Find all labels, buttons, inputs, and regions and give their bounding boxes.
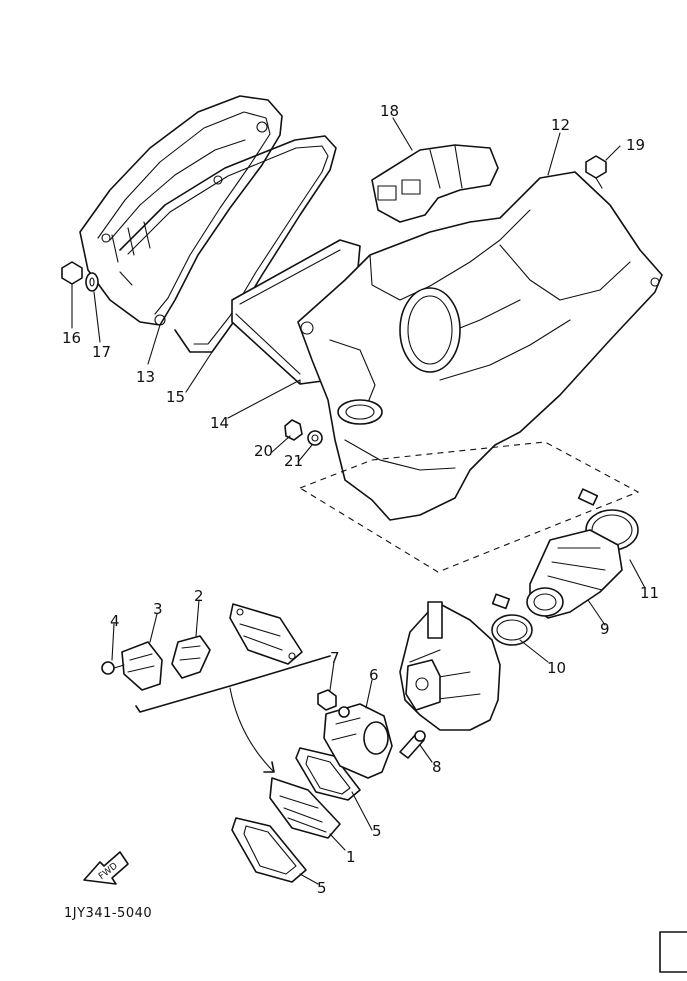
callout-5a: 5 (372, 822, 382, 840)
clamp-10 (491, 593, 533, 646)
drawing-code: 1JY341-5040 (64, 906, 152, 921)
carburetor-joint-9 (526, 529, 623, 619)
callout-7: 7 (330, 649, 340, 667)
breather-joint (371, 144, 499, 223)
fwd-arrow-mark: FWD (83, 851, 129, 885)
callout-9: 9 (600, 620, 610, 638)
screw-16 (61, 261, 83, 313)
callout-6: 6 (369, 666, 379, 684)
group-arrow (229, 687, 275, 773)
reed-petal-3 (171, 635, 211, 679)
gasket-5-lower (231, 817, 307, 883)
screw-4 (101, 661, 125, 675)
reed-housing-6 (323, 703, 393, 779)
callout-19: 19 (626, 136, 645, 154)
assembly-outline (298, 441, 640, 573)
callout-4: 4 (110, 612, 120, 630)
callout-12: 12 (551, 116, 570, 134)
reed-stopper-3 (121, 641, 163, 691)
callout-2: 2 (194, 587, 204, 605)
crankcase (399, 601, 501, 731)
callout-labels: 1 2 3 4 5 5 6 7 8 9 10 11 12 13 14 15 16… (62, 102, 659, 897)
callout-17: 17 (92, 343, 111, 361)
callout-13: 13 (136, 368, 155, 386)
callout-14: 14 (210, 414, 229, 432)
corner-box (659, 931, 687, 973)
air-cleaner-case (297, 171, 663, 521)
group-bracket (135, 655, 331, 713)
callout-16: 16 (62, 329, 81, 347)
callout-10: 10 (547, 659, 566, 677)
leader-lines (71, 117, 646, 885)
group-arrow-head (263, 761, 275, 773)
callout-1: 1 (346, 848, 356, 866)
air-cleaner-cover (79, 95, 283, 326)
washer-17 (85, 272, 99, 292)
callout-15: 15 (166, 388, 185, 406)
reed-valve-1 (269, 777, 341, 839)
reed-valve-2 (229, 603, 303, 665)
callout-8: 8 (432, 758, 442, 776)
bolt-19 (585, 155, 607, 189)
bolt-20 (284, 419, 303, 441)
callout-21: 21 (284, 452, 303, 470)
nut-21 (307, 430, 323, 446)
bolt-7 (317, 689, 350, 718)
callout-18: 18 (380, 102, 399, 120)
callout-11: 11 (640, 584, 659, 602)
bolt-8 (399, 730, 426, 759)
callout-20: 20 (254, 442, 273, 460)
callout-3: 3 (153, 600, 163, 618)
callout-5b: 5 (317, 879, 327, 897)
